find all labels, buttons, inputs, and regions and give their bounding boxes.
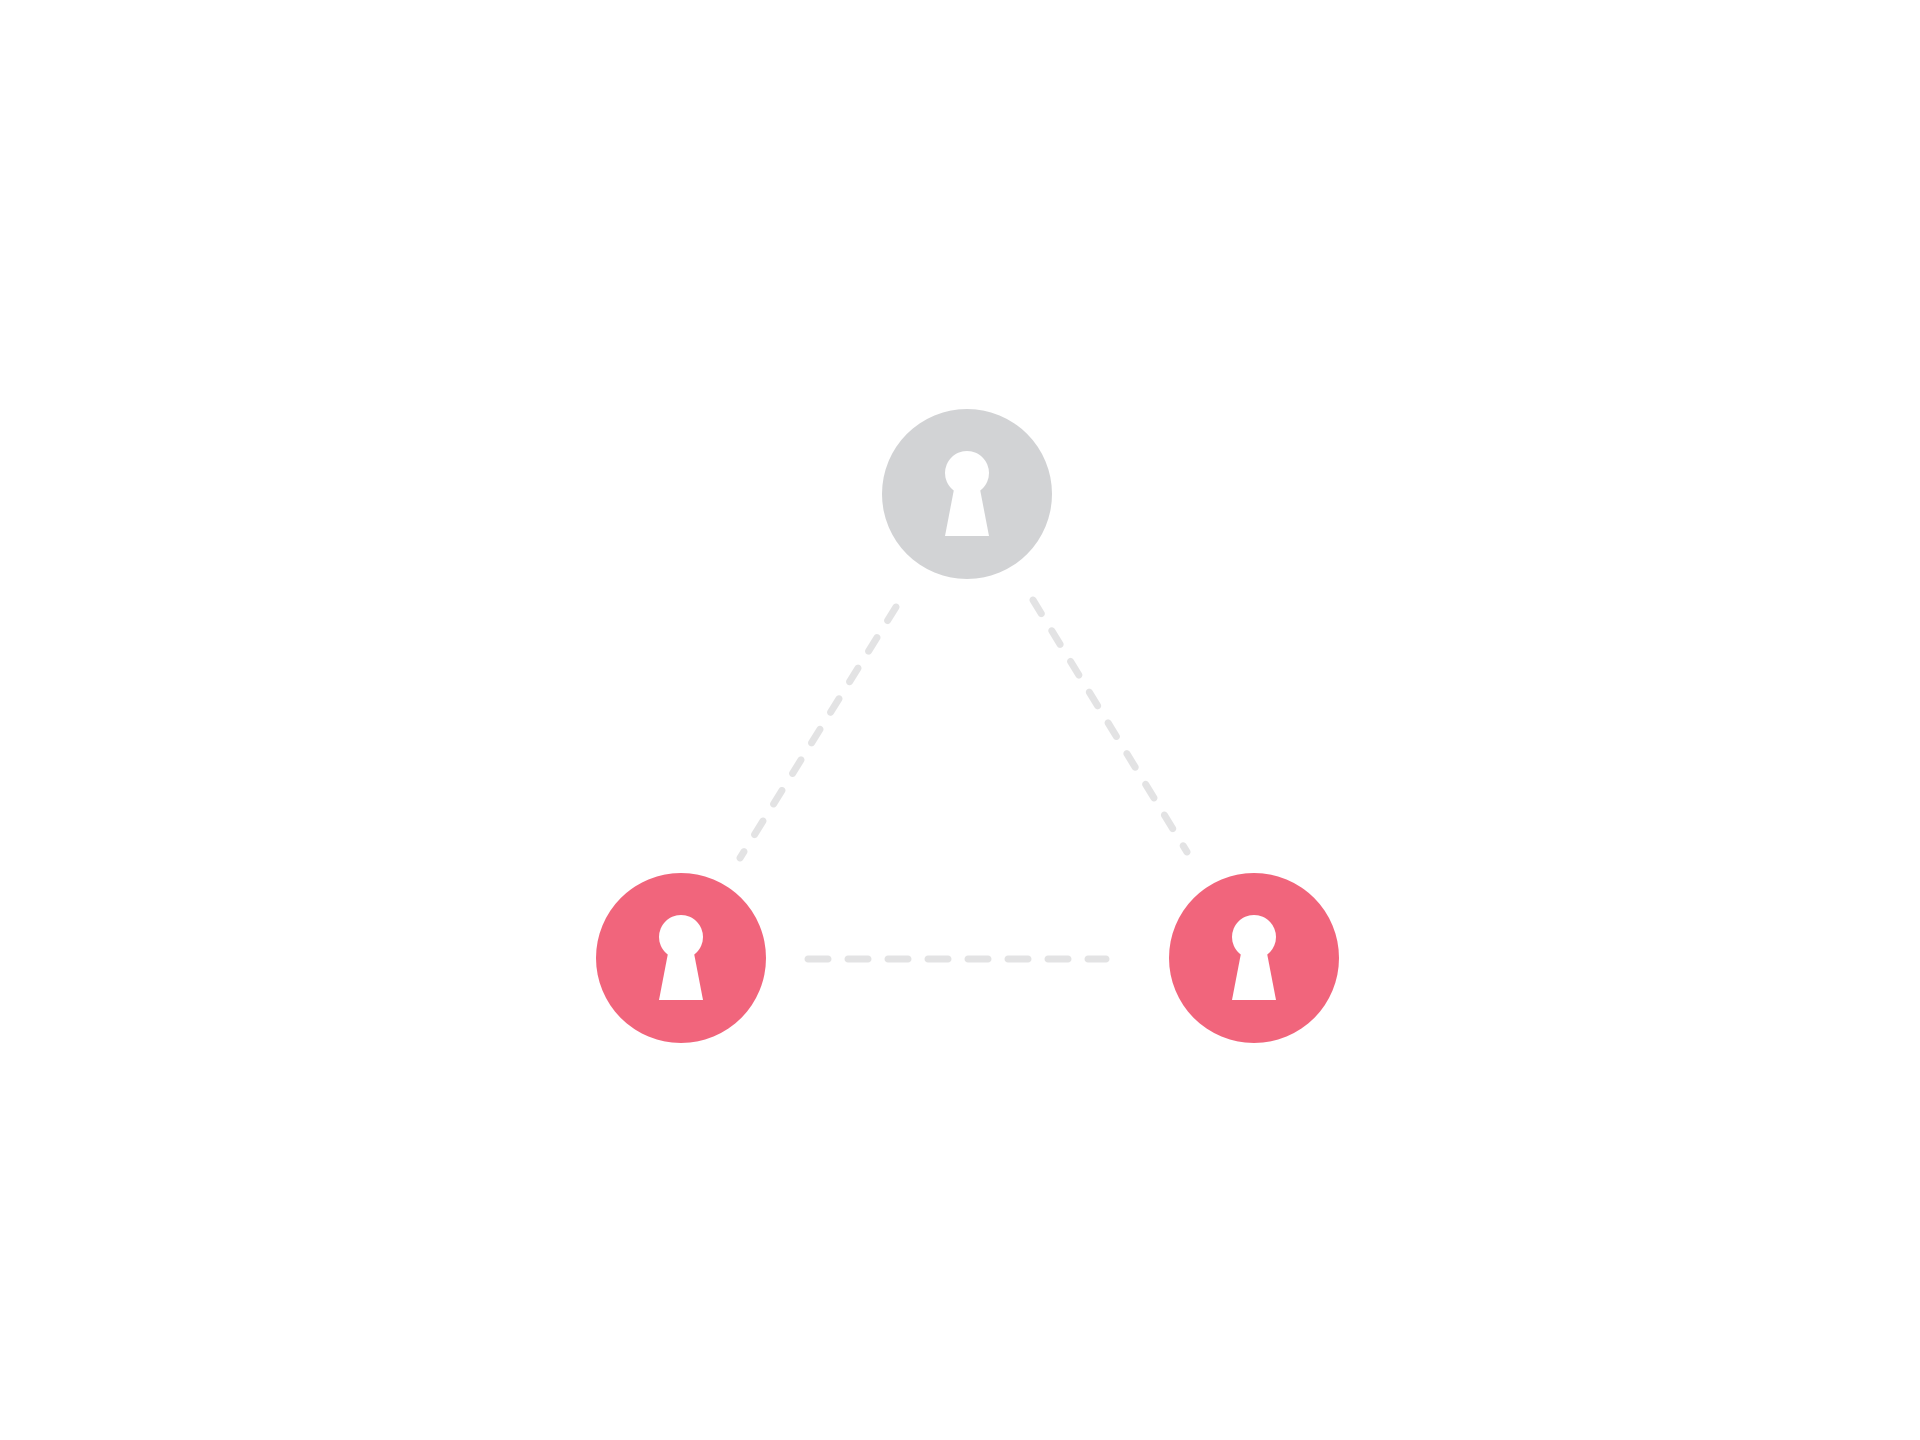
connectors [736,596,1191,963]
node-bottom-left [596,873,766,1043]
node-top [882,409,1052,579]
keyhole-icon [1232,915,1276,1000]
keyhole-icon [945,451,989,536]
connector-top-to-bottom-right [1029,596,1191,856]
node-bottom-right [1169,873,1339,1043]
connector-top-to-bottom-left [736,603,900,862]
keyhole-icon [659,915,703,1000]
